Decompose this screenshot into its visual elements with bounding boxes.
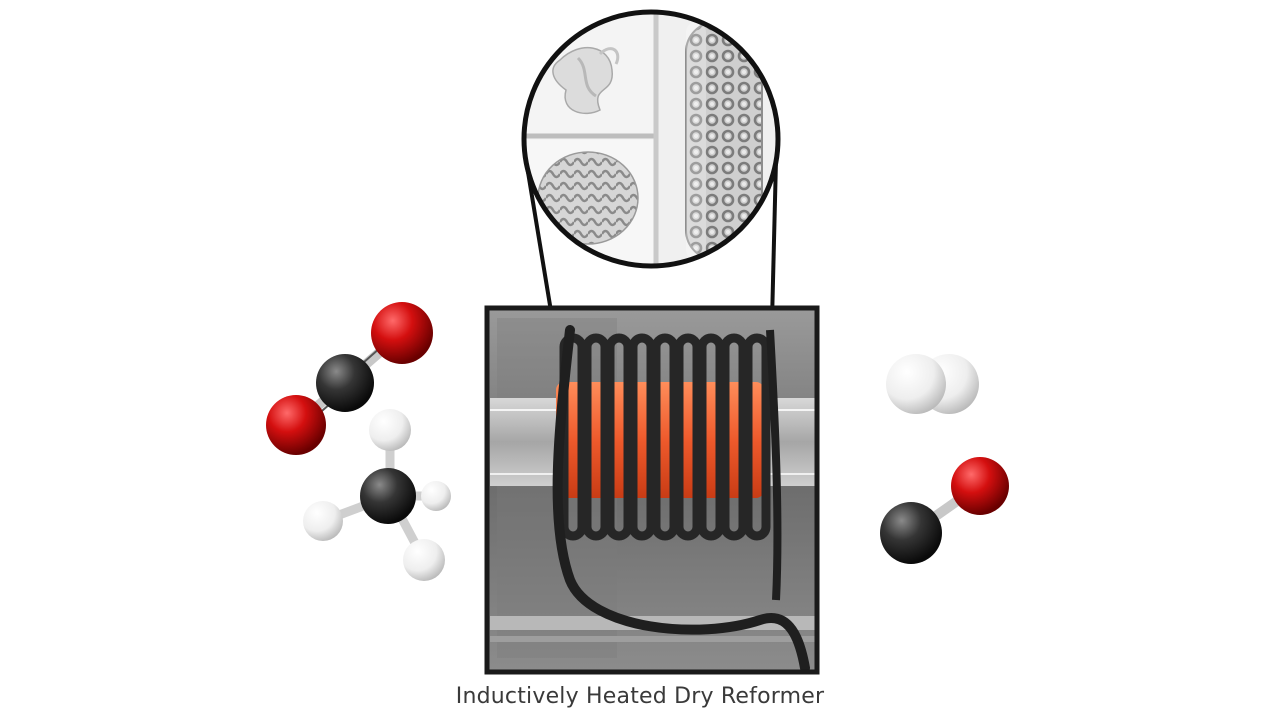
coil-turn xyxy=(674,333,702,541)
coil-turn xyxy=(697,333,725,541)
induction-coil xyxy=(559,333,771,541)
coil-turn xyxy=(743,333,771,541)
induction-reactor-photo xyxy=(484,305,820,675)
carbon-monoxide-molecule-icon xyxy=(880,457,1009,564)
coil-turn xyxy=(651,333,679,541)
coil-turn xyxy=(720,333,748,541)
coil-turn xyxy=(628,333,656,541)
methane-molecule-icon xyxy=(303,409,451,581)
hydrogen-molecule-icon xyxy=(886,354,979,414)
gyroid-lattice-disk-icon xyxy=(537,151,639,245)
coil-turn xyxy=(605,333,633,541)
diagram-caption: Inductively Heated Dry Reformer xyxy=(455,684,825,709)
catalyst-inset-magnifier xyxy=(521,9,781,269)
coil-turn xyxy=(582,333,610,541)
lattice-cylinder-icon xyxy=(685,21,763,261)
twisted-structure-icon xyxy=(552,46,620,115)
carbon-dioxide-molecule-icon xyxy=(266,302,433,455)
